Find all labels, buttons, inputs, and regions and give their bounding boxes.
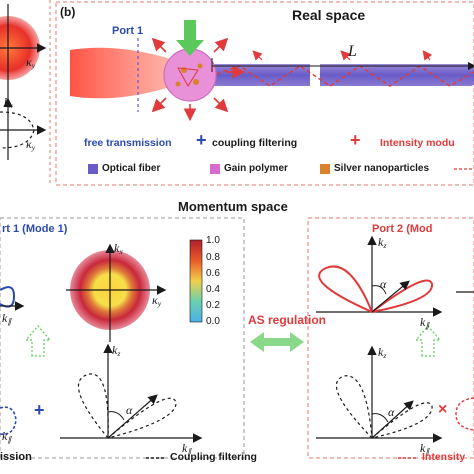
panel-b-label: (b)	[60, 5, 76, 19]
p2-kz-label: kz	[378, 235, 387, 250]
colorbar-tick: 0.2	[206, 300, 220, 311]
as-regulation-label: AS regulation	[248, 313, 327, 327]
coupling-legend-label: Coupling filtering	[170, 451, 257, 463]
svg-text:+: +	[196, 130, 207, 150]
svg-text:×: ×	[438, 401, 447, 418]
port1-label: Port 1	[112, 25, 144, 37]
left-kx-label: kx	[4, 95, 13, 110]
p2-alpha-label-2: α	[388, 405, 395, 419]
fiber-break-gap	[310, 62, 320, 88]
real-space-title: Real space	[292, 7, 366, 23]
left-ky-label-2: κy	[26, 137, 36, 152]
colorbar-tick: 1.0	[206, 235, 220, 246]
port1-frame	[0, 217, 245, 459]
colorbar-tick: 0.8	[206, 252, 220, 263]
colorbar	[189, 239, 203, 323]
legend-swatch-fiber	[88, 164, 98, 174]
momentum-space-title: Momentum space	[178, 199, 288, 214]
mode-kx-label: kx	[114, 241, 123, 256]
pump-arrow-shape	[176, 20, 204, 56]
intensity-label: Intensity modu	[380, 137, 455, 149]
left-kpar-label: k∥	[2, 311, 12, 326]
dashed-lobe-shape	[0, 111, 35, 149]
guided-ray-path	[209, 65, 474, 87]
legend-swatch-polymer	[210, 164, 220, 174]
p2-kpar-label-2: k∥	[420, 441, 430, 456]
colorbar-tick: 0.0	[206, 316, 220, 327]
free-transmission-label: free transmission	[84, 137, 172, 149]
legend-fiber-label: Optical fiber	[102, 163, 161, 174]
port2-coupling-lobes	[316, 345, 443, 443]
gain-polymer-sphere	[163, 48, 217, 102]
fiber-leak-arrows	[252, 50, 433, 61]
as-regulation-arrow	[250, 332, 304, 352]
colorbar-tick: 0.6	[206, 268, 220, 279]
port1-mode-label: rt 1 (Mode 1)	[2, 223, 68, 235]
port1-coupling-lobes	[60, 343, 203, 443]
p1-alpha-label: α	[126, 403, 133, 417]
left-kpar-label-2: k∥	[2, 429, 12, 444]
legend-polymer-label: Gain polymer	[224, 163, 288, 174]
svg-text:+: +	[350, 130, 361, 150]
mode-ky-label: κy	[152, 293, 162, 308]
port2-intensity-lobes	[316, 235, 443, 317]
left-ky-label: κy	[26, 55, 36, 70]
optical-fiber-shape	[200, 64, 474, 86]
colorbar-tick: 0.4	[206, 284, 220, 295]
p2-kpar-label: k∥	[420, 315, 430, 330]
intensity-legend-label: Intensity	[422, 451, 466, 463]
transmission-legend-label: ission	[0, 451, 32, 463]
panel-a-fragment	[0, 0, 51, 186]
coupling-filtering-label: coupling filtering	[212, 137, 298, 149]
light-beam-shape	[70, 47, 180, 99]
legend-swatch-silver	[320, 164, 330, 174]
scatter-arrows	[151, 37, 246, 122]
legend-silver-label: Silver nanoparticles	[334, 163, 430, 174]
p1-kpar-label: k∥	[182, 441, 192, 456]
p1-kz-label: kz	[112, 343, 121, 358]
port2-mode-label: Port 2 (Mod	[372, 223, 433, 235]
p2-alpha-label: α	[380, 277, 387, 291]
p2-kz-label-2: kz	[378, 345, 387, 360]
svg-text:+: +	[34, 400, 45, 420]
length-label: L	[348, 43, 357, 60]
